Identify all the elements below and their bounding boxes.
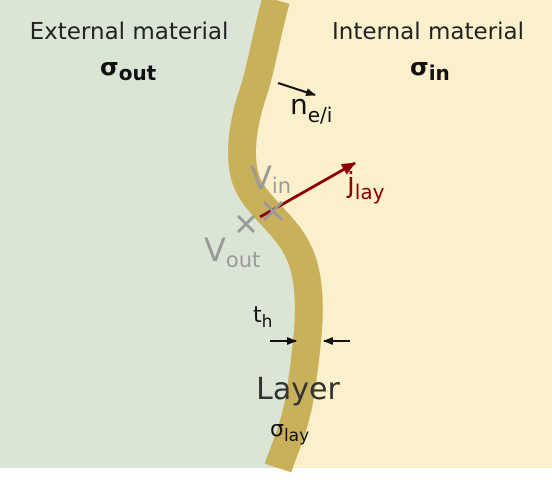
normal-vector-label: ne/i xyxy=(290,88,332,127)
sigma-lay-label: σlay xyxy=(270,417,309,446)
v-out-cross-mark xyxy=(236,214,256,234)
sigma-out-label: σout xyxy=(100,53,157,85)
v-in-cross-mark xyxy=(262,200,284,222)
normal-arrow xyxy=(277,82,316,97)
v-out-label: Vout xyxy=(204,231,260,272)
layer-label: Layer xyxy=(256,372,340,407)
external-material-label: External material xyxy=(30,19,229,45)
current-density-label: jlay xyxy=(346,166,385,204)
layer-band xyxy=(228,0,323,473)
thickness-label: th xyxy=(253,303,272,332)
internal-material-label: Internal material xyxy=(332,19,524,45)
sigma-in-label: σin xyxy=(410,53,450,85)
v-in-label: Vin xyxy=(250,159,291,198)
